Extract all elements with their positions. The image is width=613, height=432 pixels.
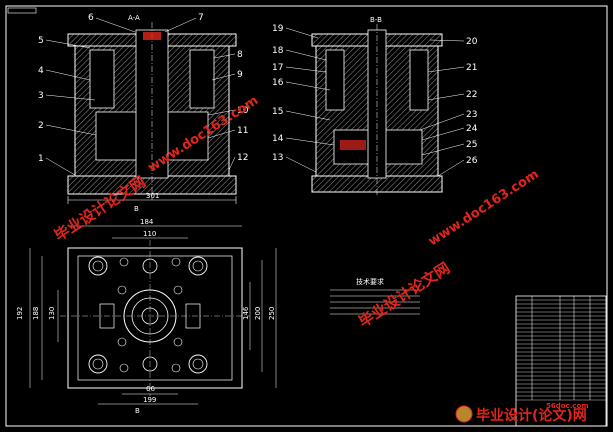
part-number-1: 1: [38, 154, 44, 164]
plan-view: [29, 225, 277, 405]
plan-dim-110: 110: [143, 230, 156, 238]
part-number-12: 12: [237, 153, 248, 163]
part-number-16: 16: [272, 78, 284, 88]
plan-dim-130: 130: [48, 307, 56, 320]
view-a-section-marker: B: [134, 205, 139, 213]
part-number-3: 3: [38, 91, 44, 101]
part-number-5: 5: [38, 36, 44, 46]
view-a-width-dim: 301: [146, 192, 159, 200]
part-number-20: 20: [466, 37, 478, 47]
plan-dim-66: 66: [146, 385, 155, 393]
part-number-15: 15: [272, 107, 283, 117]
watermark-3: www.doc163.com: [426, 167, 542, 249]
title-block-small: [7, 7, 37, 14]
part-number-21: 21: [466, 63, 477, 73]
logo-icon: [455, 405, 473, 423]
sheet-border: [5, 5, 608, 427]
part-number-25: 25: [466, 140, 477, 150]
svg-text:56doc.com: 56doc.com: [546, 402, 589, 410]
technical-notes: [330, 289, 420, 315]
part-number-8: 8: [237, 50, 243, 60]
notes-heading: 技术要求: [356, 277, 384, 286]
part-number-11: 11: [237, 126, 248, 136]
part-number-4: 4: [38, 66, 44, 76]
part-number-10: 10: [237, 106, 249, 116]
view-b-title: B-B: [370, 16, 382, 24]
plan-dim-250: 250: [268, 307, 276, 320]
parts-table-rows: [516, 299, 606, 401]
part-number-9: 9: [237, 70, 243, 80]
part-number-18: 18: [272, 46, 284, 56]
view-a-title: A-A: [128, 14, 140, 22]
plan-dim-200: 200: [254, 307, 262, 320]
plan-dim-184: 184: [140, 218, 154, 226]
plan-dim-146: 146: [242, 306, 250, 320]
part-number-7: 7: [198, 13, 204, 23]
part-number-23: 23: [466, 110, 477, 120]
part-number-19: 19: [272, 24, 284, 34]
plan-section-marker: B: [135, 407, 140, 415]
svg-text:毕业设计论文网: 毕业设计论文网: [355, 259, 453, 331]
part-number-13: 13: [272, 153, 283, 163]
footer-logo: 毕业设计(论文)网 56doc.com: [455, 402, 589, 424]
part-number-22: 22: [466, 90, 477, 100]
part-number-2: 2: [38, 121, 44, 131]
part-number-26: 26: [466, 156, 478, 166]
section-view-a: [67, 22, 237, 204]
plan-dim-199: 199: [143, 396, 156, 404]
plan-dim-192: 192: [16, 307, 24, 320]
part-number-24: 24: [466, 124, 478, 134]
part-number-14: 14: [272, 134, 284, 144]
section-view-b: [311, 24, 443, 196]
part-number-17: 17: [272, 63, 283, 73]
plan-dim-188: 188: [32, 307, 40, 320]
svg-text:毕业设计(论文)网: 毕业设计(论文)网: [476, 407, 587, 424]
svg-text:www.doc163.com: www.doc163.com: [426, 167, 542, 249]
part-number-6: 6: [88, 13, 94, 23]
watermark-4: 毕业设计论文网: [355, 259, 453, 331]
